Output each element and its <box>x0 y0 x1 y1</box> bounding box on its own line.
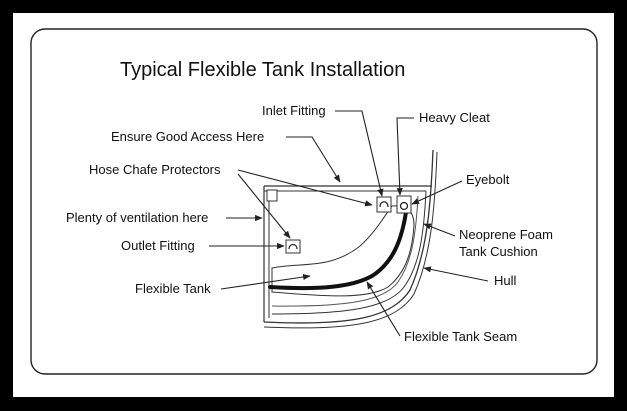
diagram-border <box>30 28 598 375</box>
leader-hose-chafe-inlet <box>237 169 373 207</box>
leader-tank-seam <box>366 281 401 337</box>
hull-inner-frame <box>271 190 427 315</box>
leader-ensure-access <box>286 136 341 183</box>
vent-box <box>266 189 278 202</box>
label-hull: Hull <box>494 273 517 288</box>
hull-skin-edge <box>263 151 438 329</box>
label-flexible-tank: Flexible Tank <box>135 281 211 296</box>
label-inlet-fitting: Inlet Fitting <box>262 103 326 118</box>
hull-outer-skin <box>263 149 434 324</box>
neoprene-cushion <box>271 195 419 307</box>
leader-neoprene <box>423 223 456 237</box>
leader-heavy-cleat <box>396 117 414 196</box>
label-tank-seam: Flexible Tank Seam <box>404 329 517 344</box>
outlet-fitting-icon <box>285 239 301 254</box>
eyebolt-icon <box>399 201 409 211</box>
label-heavy-cleat: Heavy Cleat <box>419 110 490 125</box>
leader-eyebolt <box>411 180 463 205</box>
flexible-tank-seam-line <box>268 210 408 291</box>
label-ensure-access: Ensure Good Access Here <box>111 129 264 144</box>
label-outlet-fitting: Outlet Fitting <box>121 238 195 253</box>
hull-section-drawing <box>263 149 438 329</box>
label-eyebolt: Eyebolt <box>466 172 510 187</box>
leader-flexible-tank <box>220 273 311 290</box>
inlet-hose-loop <box>379 201 389 208</box>
leader-hose-chafe-outlet <box>237 173 291 239</box>
inlet-fitting-icon <box>376 196 392 213</box>
label-ventilation: Plenty of ventilation here <box>66 210 208 225</box>
leader-hull <box>423 266 489 282</box>
label-neoprene-line2: Tank Cushion <box>459 244 538 259</box>
label-hose-chafe: Hose Chafe Protectors <box>89 162 221 177</box>
outlet-hose-loop <box>288 243 298 250</box>
diagram-title: Typical Flexible Tank Installation <box>120 59 405 81</box>
flexible-tank-outline <box>271 205 415 297</box>
label-neoprene-line1: Neoprene Foam <box>459 227 553 242</box>
leader-inlet-fitting <box>335 110 384 197</box>
